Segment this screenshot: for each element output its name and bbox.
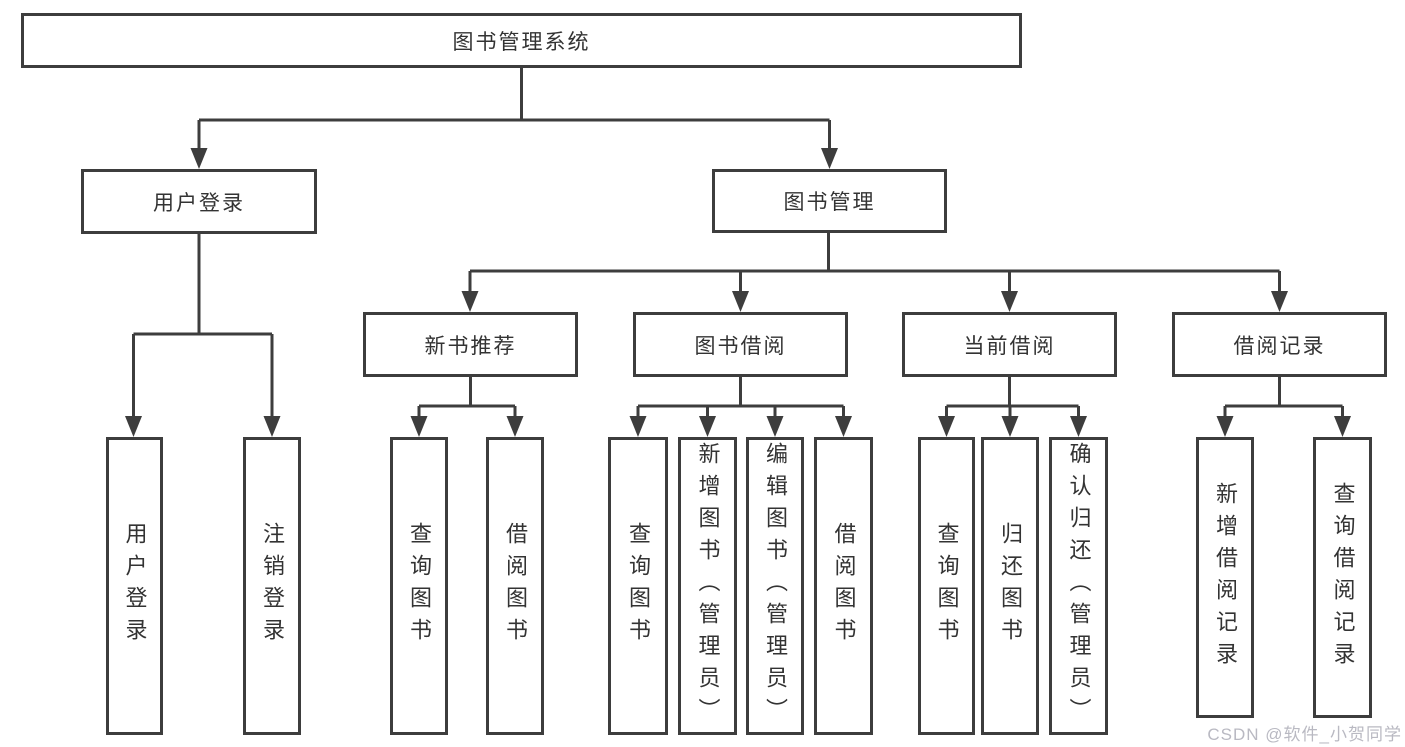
- leaf-label: 用户登录: [122, 522, 148, 650]
- arrow-down-icon: [835, 416, 852, 437]
- node-leaf-add-borrow-record: 新增借阅记录: [1196, 437, 1254, 718]
- leaf-label: 新增图书（管理员）: [695, 442, 721, 730]
- leaf-label: 查询借阅记录: [1330, 481, 1356, 674]
- node-borrow-records-label: 借阅记录: [1233, 334, 1326, 358]
- leaf-label: 查询图书: [407, 522, 432, 650]
- connector-book-management-children: [468, 233, 1281, 293]
- node-current-borrow-label: 当前借阅: [963, 334, 1056, 358]
- arrow-down-icon: [938, 416, 955, 437]
- connector-root-to-level2: [197, 68, 831, 150]
- node-leaf-borrow-books-2: 借阅图书: [814, 437, 873, 735]
- node-root-label: 图书管理系统: [452, 30, 591, 54]
- connector-user-login-children: [132, 234, 274, 418]
- node-current-borrow: 当前借阅: [902, 312, 1117, 377]
- arrow-down-icon: [1001, 416, 1019, 437]
- arrow-down-icon: [732, 291, 749, 312]
- connector-borrow-records-children: [1223, 377, 1344, 418]
- leaf-label: 注销登录: [260, 522, 285, 650]
- arrow-down-icon: [699, 416, 716, 437]
- connector-book-borrow-children: [636, 377, 845, 418]
- node-root: 图书管理系统: [21, 13, 1022, 68]
- node-leaf-edit-book-admin: 编辑图书（管理员）: [746, 437, 804, 735]
- node-leaf-confirm-return-admin: 确认归还（管理员）: [1049, 437, 1108, 735]
- leaf-label: 归还图书: [998, 522, 1023, 650]
- arrow-down-icon: [461, 291, 479, 312]
- arrow-down-icon: [410, 416, 428, 437]
- node-leaf-add-book-admin: 新增图书（管理员）: [678, 437, 737, 735]
- arrow-down-icon: [125, 416, 142, 437]
- leaf-label: 借阅图书: [831, 522, 857, 650]
- node-leaf-query-borrow-record: 查询借阅记录: [1313, 437, 1372, 718]
- arrow-down-icon: [190, 148, 208, 169]
- connector-current-borrow-children: [945, 377, 1080, 418]
- node-book-management-label: 图书管理: [783, 191, 876, 214]
- leaf-label: 借阅图书: [503, 522, 528, 650]
- arrow-down-icon: [263, 416, 281, 437]
- arrow-down-icon: [1070, 416, 1087, 437]
- node-new-book-recommend: 新书推荐: [363, 312, 578, 377]
- node-leaf-logout: 注销登录: [243, 437, 301, 735]
- node-new-book-recommend-label: 新书推荐: [424, 334, 517, 358]
- arrow-down-icon: [1334, 416, 1351, 437]
- arrow-down-icon: [766, 416, 784, 437]
- arrow-down-icon: [1271, 291, 1288, 312]
- node-user-login-label: 用户登录: [153, 191, 245, 215]
- csdn-watermark: CSDN @软件_小贺同学: [1207, 725, 1402, 744]
- connector-new-book-recommend-children: [417, 377, 517, 418]
- node-user-login: 用户登录: [81, 169, 317, 234]
- node-leaf-borrow-books-1: 借阅图书: [486, 437, 544, 735]
- node-leaf-query-books-1: 查询图书: [390, 437, 448, 735]
- leaf-label: 新增借阅记录: [1213, 481, 1238, 674]
- node-leaf-query-books-2: 查询图书: [608, 437, 668, 735]
- leaf-label: 编辑图书（管理员）: [763, 442, 788, 730]
- node-leaf-return-books: 归还图书: [981, 437, 1039, 735]
- arrow-down-icon: [1001, 291, 1018, 312]
- node-book-management: 图书管理: [712, 169, 947, 233]
- leaf-label: 查询图书: [626, 522, 651, 650]
- arrow-down-icon: [506, 416, 524, 437]
- node-leaf-user-login: 用户登录: [106, 437, 163, 735]
- arrow-down-icon: [821, 148, 838, 169]
- arrow-down-icon: [1216, 416, 1234, 437]
- arrow-down-icon: [629, 416, 647, 437]
- node-book-borrow: 图书借阅: [633, 312, 848, 377]
- node-leaf-query-books-3: 查询图书: [918, 437, 975, 735]
- node-borrow-records: 借阅记录: [1172, 312, 1387, 377]
- leaf-label: 查询图书: [934, 522, 960, 650]
- node-book-borrow-label: 图书借阅: [694, 334, 787, 358]
- leaf-label: 确认归还（管理员）: [1066, 442, 1092, 730]
